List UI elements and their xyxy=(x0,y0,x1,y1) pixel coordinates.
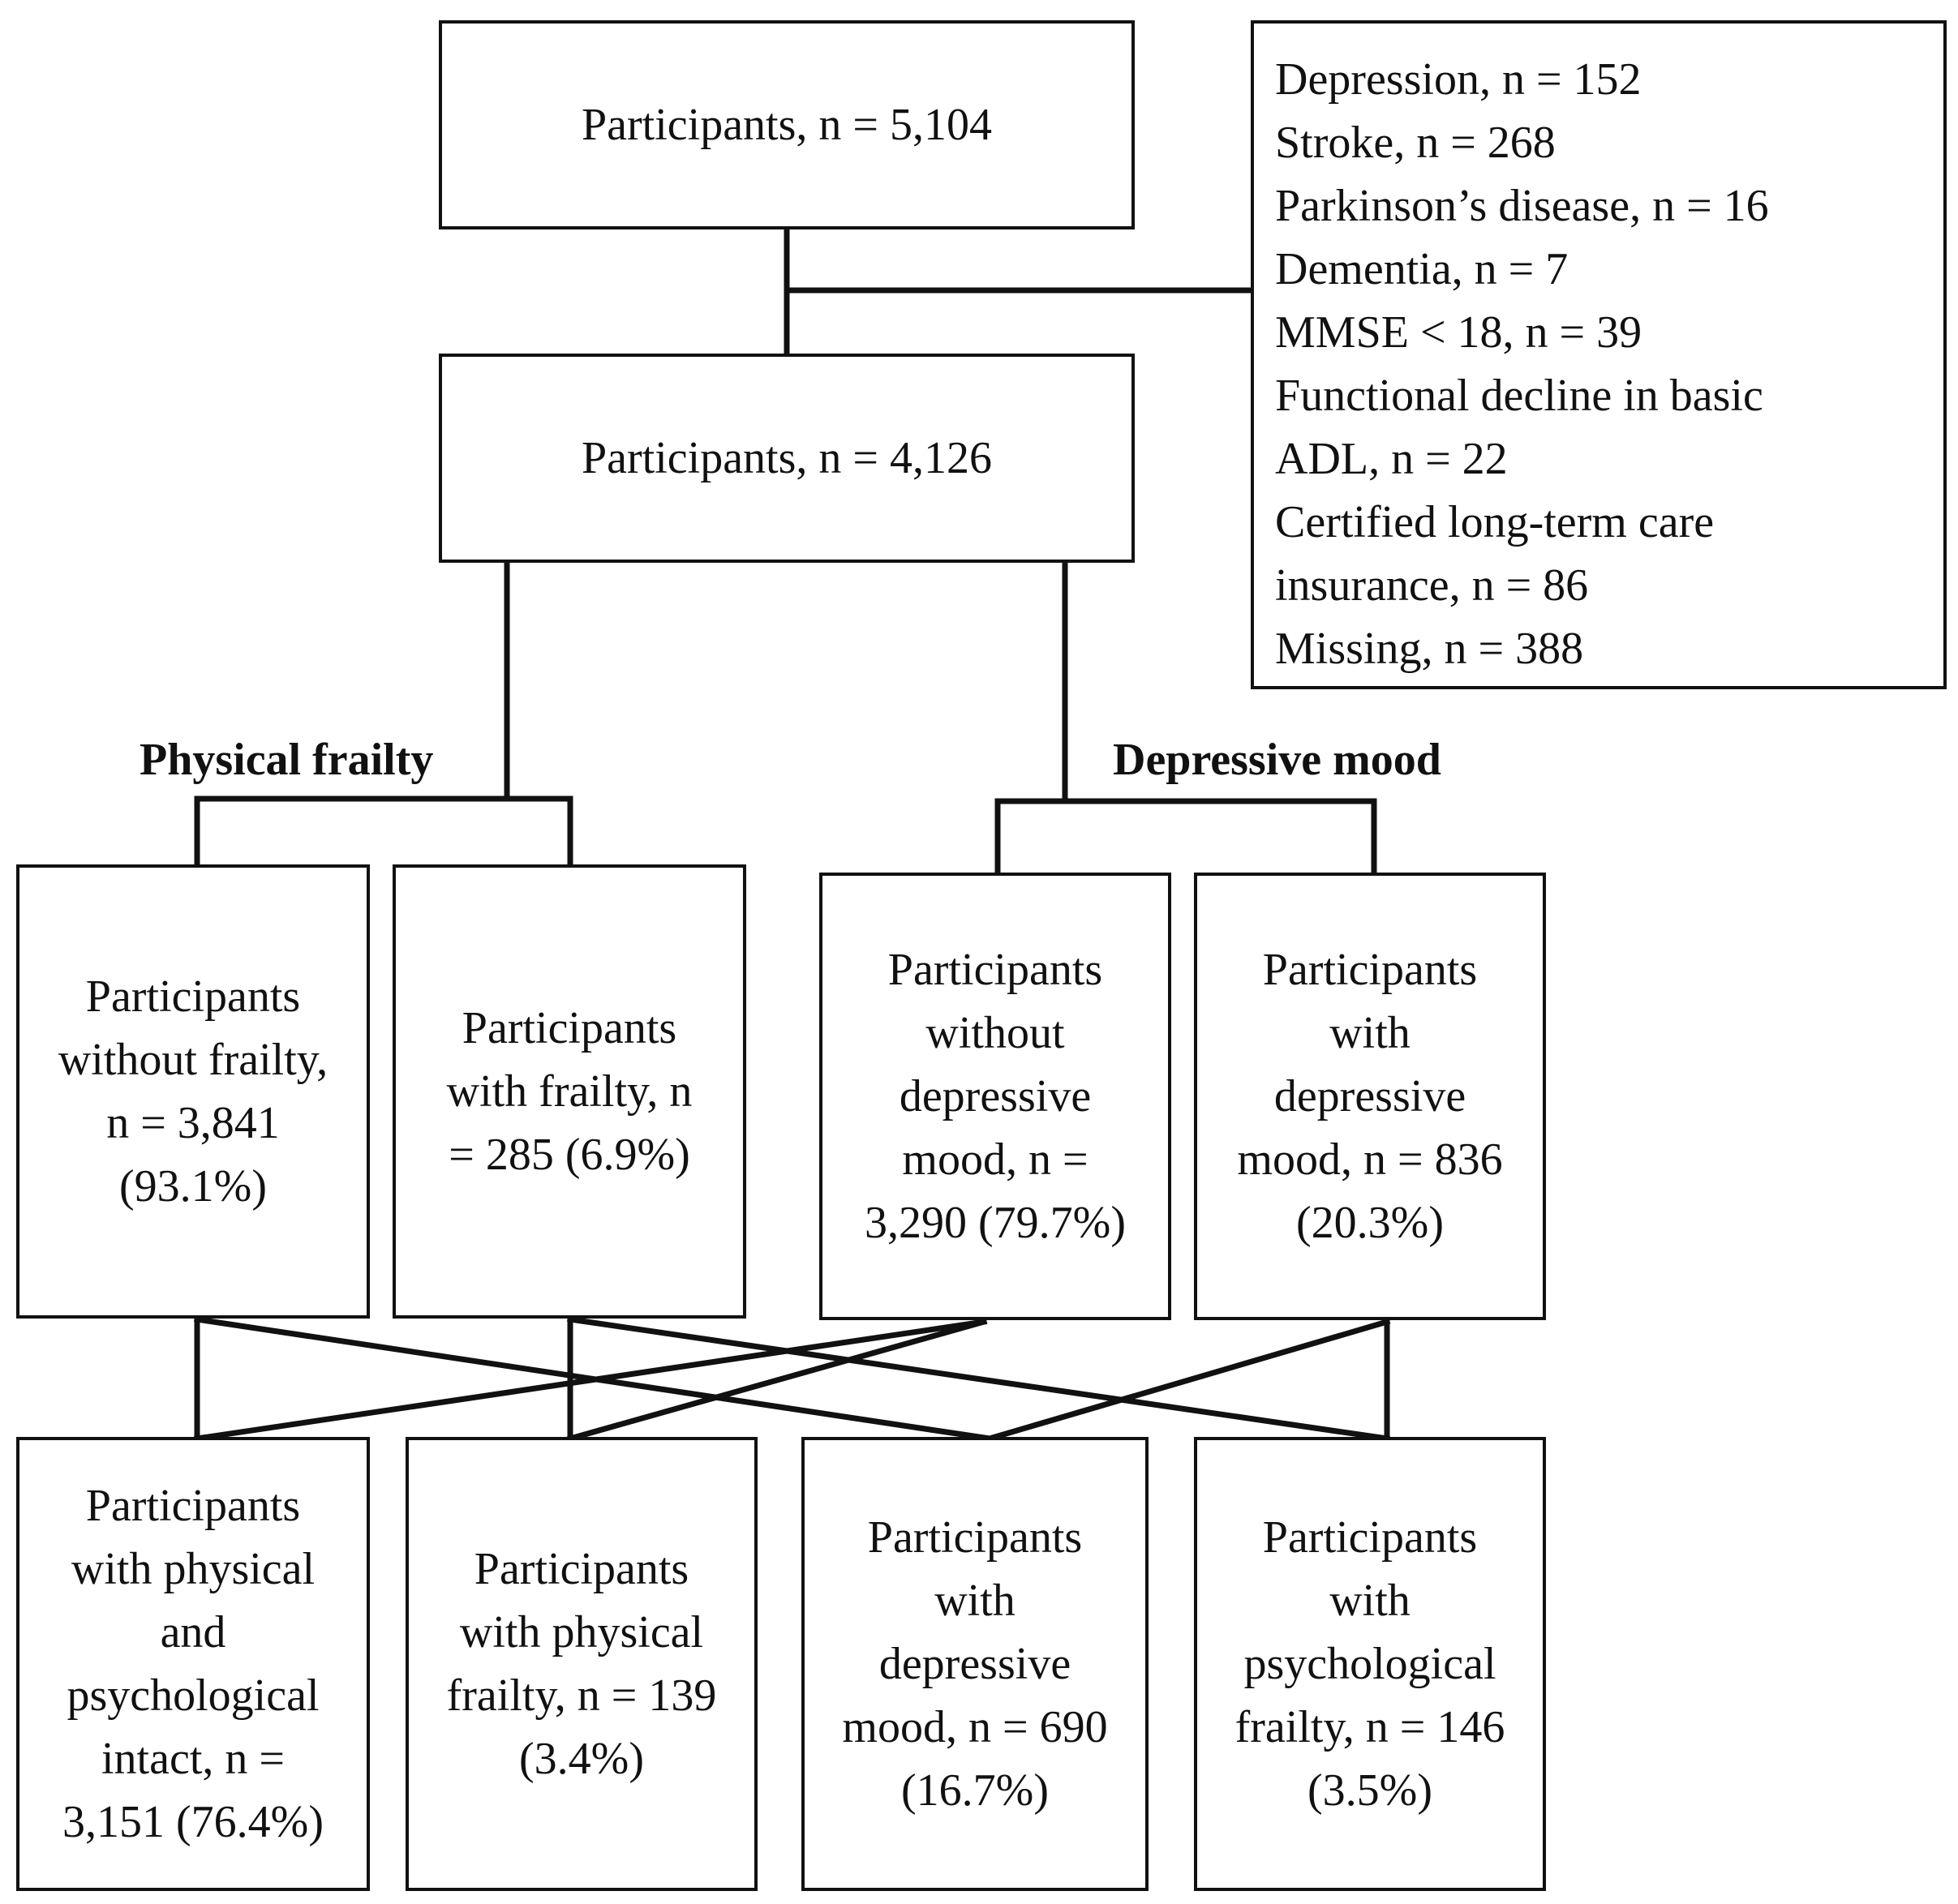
box-line: Participants xyxy=(1262,1512,1478,1563)
psychological-frailty-outcome-box: Participants with psychological frailty,… xyxy=(1194,1437,1546,1891)
box-line: without xyxy=(925,1008,1065,1058)
box-line: psychological xyxy=(67,1670,320,1721)
box-line: depressive xyxy=(899,1071,1092,1121)
box-line: (93.1%) xyxy=(119,1161,267,1211)
exclusion-item: ADL, n = 22 xyxy=(1275,434,1508,484)
box-line: frailty, n = 146 xyxy=(1234,1702,1505,1752)
analyzed-participants-box: Participants, n = 4,126 xyxy=(439,354,1135,563)
total-participants-box: Participants, n = 5,104 xyxy=(439,20,1135,229)
exclusion-item: Functional decline in basic xyxy=(1275,371,1763,421)
exclusion-item: Certified long-term care xyxy=(1275,497,1715,547)
box-line: n = 3,841 xyxy=(106,1098,280,1148)
box-line: mood, n = xyxy=(902,1134,1088,1185)
with-depressive-mood-box: Participants with depressive mood, n = 8… xyxy=(1194,873,1546,1320)
total-participants-text: Participants, n = 5,104 xyxy=(582,100,992,150)
depressive-mood-heading: Depressive mood xyxy=(1113,735,1441,785)
box-line: and xyxy=(160,1607,226,1657)
depressive-mood-outcome-box: Participants with depressive mood, n = 6… xyxy=(801,1437,1149,1891)
box-line: Participants xyxy=(85,971,301,1022)
without-frailty-box: Participants without frailty, n = 3,841 … xyxy=(16,864,370,1319)
box-line: (3.4%) xyxy=(519,1734,644,1784)
box-line: with xyxy=(1329,1008,1411,1058)
box-line: Participants xyxy=(85,1481,301,1531)
exclusion-item: Missing, n = 388 xyxy=(1275,624,1584,674)
exclusion-item: Depression, n = 152 xyxy=(1275,54,1642,105)
box-line: mood, n = 690 xyxy=(842,1702,1108,1752)
box-line: Participants xyxy=(867,1512,1083,1563)
exclusion-item: Stroke, n = 268 xyxy=(1275,118,1556,168)
box-line: with physical xyxy=(71,1544,316,1594)
box-line: Participants xyxy=(462,1003,677,1053)
box-line: with physical xyxy=(459,1607,704,1657)
intact-outcome-box: Participants with physical and psycholog… xyxy=(16,1437,370,1891)
box-line: (20.3%) xyxy=(1296,1198,1444,1248)
box-line: Participants xyxy=(474,1544,689,1594)
box-line: intact, n = xyxy=(101,1734,285,1784)
physical-frailty-outcome-box: Participants with physical frailty, n = … xyxy=(406,1437,758,1891)
analyzed-participants-text: Participants, n = 4,126 xyxy=(582,433,992,483)
box-line: 3,151 (76.4%) xyxy=(62,1797,324,1847)
box-line: (16.7%) xyxy=(901,1765,1049,1816)
box-line: mood, n = 836 xyxy=(1237,1134,1503,1185)
box-line: Participants xyxy=(1262,945,1478,995)
physical-frailty-heading: Physical frailty xyxy=(140,735,434,785)
box-line: depressive xyxy=(1273,1071,1466,1121)
exclusion-item: Dementia, n = 7 xyxy=(1275,244,1569,294)
exclusion-item: insurance, n = 86 xyxy=(1275,560,1589,611)
box-line: psychological xyxy=(1243,1639,1496,1689)
box-line: without frailty, xyxy=(58,1035,328,1085)
exclusions-box: Depression, n = 152 Stroke, n = 268 Park… xyxy=(1251,20,1947,689)
box-line: with xyxy=(934,1576,1015,1626)
box-line: (3.5%) xyxy=(1307,1765,1432,1816)
with-frailty-box: Participants with frailty, n = 285 (6.9%… xyxy=(393,864,746,1319)
exclusion-item: MMSE < 18, n = 39 xyxy=(1275,307,1642,358)
exclusion-item: Parkinson’s disease, n = 16 xyxy=(1275,181,1769,231)
box-line: with frailty, n xyxy=(446,1066,693,1117)
box-line: depressive xyxy=(878,1639,1071,1689)
box-line: = 285 (6.9%) xyxy=(449,1130,690,1180)
box-line: 3,290 (79.7%) xyxy=(865,1198,1126,1248)
without-depressive-mood-box: Participants without depressive mood, n … xyxy=(819,873,1171,1320)
box-line: Participants xyxy=(887,945,1103,995)
box-line: with xyxy=(1329,1576,1411,1626)
box-line: frailty, n = 139 xyxy=(446,1670,717,1721)
